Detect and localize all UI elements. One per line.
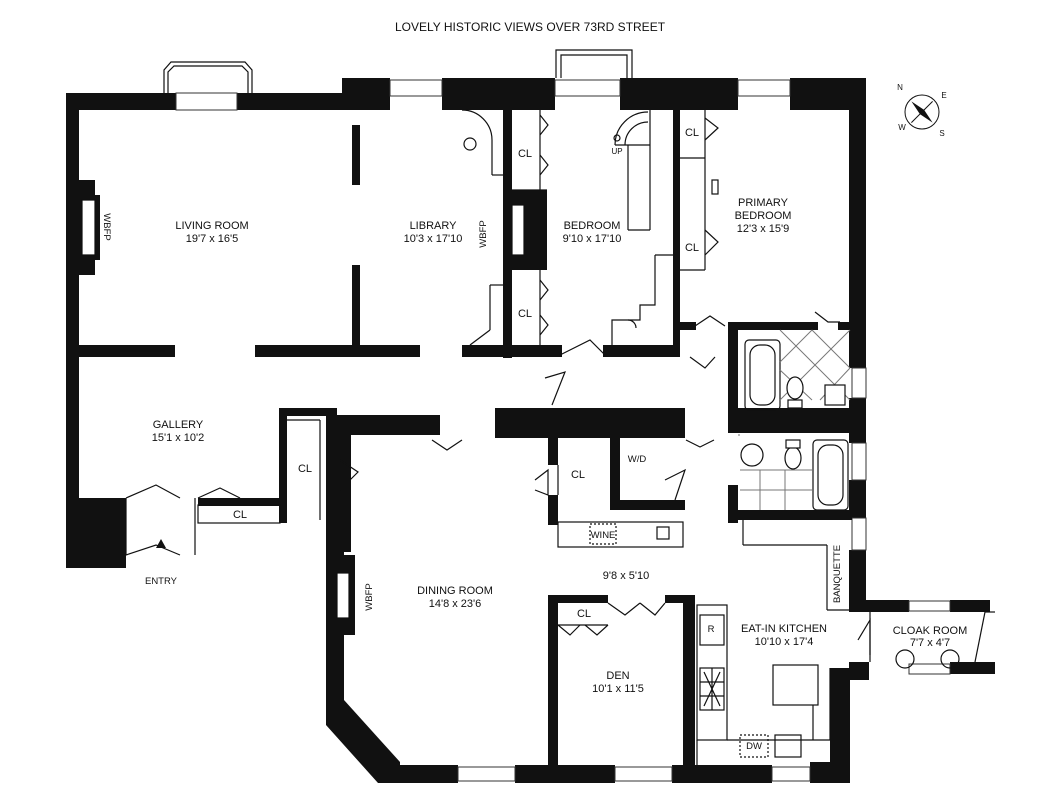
hall-bath (738, 434, 849, 511)
toilet-icon (786, 376, 804, 400)
cloak-room-name: CLOAK ROOM (893, 625, 968, 637)
closet-label: CL (685, 242, 699, 254)
compass-n: N (897, 83, 903, 92)
dining-room-size: 14'8 x 23'6 (429, 598, 482, 610)
closet-label: CL (518, 308, 532, 320)
living-room-size: 19'7 x 16'5 (186, 233, 239, 245)
bay-window-living (163, 61, 253, 111)
kitchen-name: EAT-IN KITCHEN (741, 623, 827, 635)
plan-title: LOVELY HISTORIC VIEWS OVER 73RD STREET (395, 20, 666, 34)
gallery-size: 15'1 x 10'2 (152, 432, 205, 444)
compass-e: E (941, 91, 946, 100)
fireplace-living-icon (81, 199, 96, 256)
hall-size: 9'8 x 5'10 (603, 570, 649, 582)
window-dining (457, 766, 516, 782)
wine-label: WINE (591, 530, 616, 541)
library-size: 10'3 x 17'10 (404, 233, 463, 245)
primary-bedroom-name-2: BEDROOM (735, 210, 792, 222)
closet-label: CL (685, 127, 699, 139)
primary-bath (744, 329, 851, 411)
entry-label: ENTRY (145, 576, 178, 587)
dining-room-name: DINING ROOM (417, 585, 493, 597)
library-name: LIBRARY (410, 220, 458, 232)
entry-arrow-icon (156, 539, 166, 548)
washer-dryer-label: W/D (628, 454, 647, 465)
window-bath2 (851, 442, 867, 481)
bedroom-name: BEDROOM (564, 220, 621, 232)
kitchen-size: 10'10 x 17'4 (755, 636, 814, 648)
window-banquette (851, 517, 867, 551)
wbfp-dining-label: WBFP (364, 583, 375, 610)
closet-label: CL (233, 509, 247, 521)
compass-icon: N E S W (897, 83, 947, 138)
stairs-up-label: UP (611, 147, 622, 156)
primary-bedroom-name-1: PRIMARY (738, 197, 789, 209)
window-bath1 (851, 367, 867, 399)
wbfp-library-label: WBFP (478, 220, 489, 247)
window-library (389, 79, 443, 97)
outer-walls (66, 78, 995, 783)
closet-label: CL (298, 463, 312, 475)
closet-label: CL (571, 469, 585, 481)
bedroom-size: 9'10 x 17'10 (563, 233, 622, 245)
compass-w: W (898, 123, 906, 132)
closet-label: CL (518, 148, 532, 160)
window-cloak-top (908, 600, 951, 612)
window-primary (737, 79, 791, 97)
wbfp-living-label: WBFP (101, 213, 112, 240)
den-size: 10'1 x 11'5 (592, 683, 644, 695)
refrigerator-label: R (708, 624, 715, 635)
dishwasher-label: DW (746, 741, 762, 752)
primary-bedroom-size: 12'3 x 15'9 (737, 223, 790, 235)
gallery-name: GALLERY (153, 419, 204, 431)
window-cloak-bottom (908, 663, 951, 675)
window-kitchen (771, 766, 811, 782)
banquette-label: BANQUETTE (832, 545, 843, 603)
stove-icon (700, 668, 724, 710)
fireplace-library-icon (511, 204, 525, 256)
fireplace-dining-icon (336, 572, 350, 619)
window-den (614, 766, 673, 782)
den-name: DEN (606, 670, 629, 682)
bay-window-bedroom (554, 49, 633, 97)
door-lines (120, 109, 995, 765)
closet-label: CL (577, 608, 591, 620)
compass-s: S (939, 129, 944, 138)
toilet-icon-2 (784, 446, 802, 470)
cloak-room-size: 7'7 x 4'7 (910, 637, 950, 649)
living-room-name: LIVING ROOM (175, 220, 248, 232)
